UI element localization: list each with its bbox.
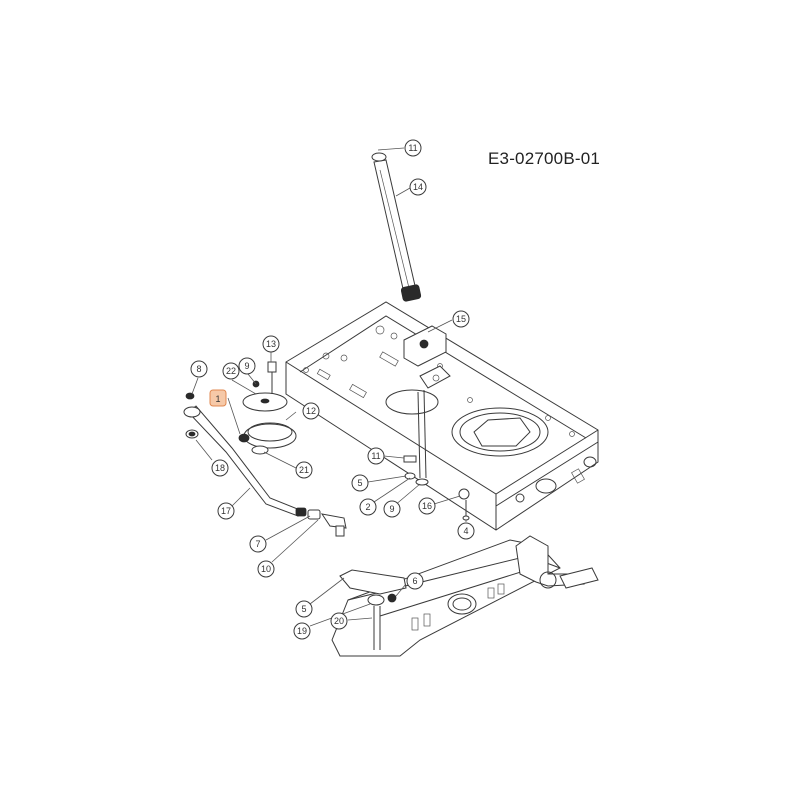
callout-6[interactable]: 6 bbox=[406, 572, 424, 590]
axle-assembly bbox=[331, 535, 599, 657]
highlight-box bbox=[209, 389, 227, 407]
tie-rod bbox=[183, 392, 347, 537]
callout-18[interactable]: 18 bbox=[211, 459, 229, 477]
svg-text:4: 4 bbox=[463, 526, 468, 536]
svg-text:2: 2 bbox=[365, 502, 370, 512]
callout-7[interactable]: 7 bbox=[249, 535, 267, 553]
callout-9-upper[interactable]: 9 bbox=[238, 357, 256, 375]
svg-text:17: 17 bbox=[221, 506, 231, 516]
steering-shaft bbox=[371, 152, 422, 302]
callout-1-highlighted[interactable]: 1 bbox=[209, 389, 227, 407]
callout-5-mid[interactable]: 5 bbox=[351, 474, 369, 492]
svg-text:9: 9 bbox=[389, 504, 394, 514]
svg-text:14: 14 bbox=[413, 182, 423, 192]
callout-14[interactable]: 14 bbox=[409, 178, 427, 196]
callout-22[interactable]: 22 bbox=[222, 362, 240, 380]
svg-text:13: 13 bbox=[266, 339, 276, 349]
callouts: 11 14 15 8 22 9 13 1 12 18 21 11 5 2 9 1… bbox=[190, 139, 475, 640]
frame-plate bbox=[285, 301, 599, 531]
callout-10[interactable]: 10 bbox=[257, 560, 275, 578]
svg-text:18: 18 bbox=[215, 463, 225, 473]
callout-15[interactable]: 15 bbox=[452, 310, 470, 328]
svg-text:11: 11 bbox=[408, 143, 417, 153]
svg-text:5: 5 bbox=[301, 604, 306, 614]
svg-text:12: 12 bbox=[306, 406, 316, 416]
callout-12[interactable]: 12 bbox=[302, 402, 320, 420]
svg-text:21: 21 bbox=[299, 465, 309, 475]
svg-text:6: 6 bbox=[412, 576, 417, 586]
center-shaft-assembly bbox=[403, 389, 470, 521]
callout-5-lower[interactable]: 5 bbox=[295, 600, 313, 618]
callout-21[interactable]: 21 bbox=[295, 461, 313, 479]
svg-text:7: 7 bbox=[255, 539, 260, 549]
svg-text:15: 15 bbox=[456, 314, 466, 324]
svg-text:8: 8 bbox=[196, 364, 201, 374]
svg-text:1: 1 bbox=[215, 394, 220, 404]
callout-20[interactable]: 20 bbox=[330, 612, 348, 630]
svg-text:5: 5 bbox=[357, 478, 362, 488]
svg-text:10: 10 bbox=[261, 564, 271, 574]
gear-assembly bbox=[238, 361, 297, 455]
callout-2[interactable]: 2 bbox=[359, 498, 377, 516]
leader-lines bbox=[191, 147, 467, 627]
callout-11-top[interactable]: 11 bbox=[404, 139, 422, 157]
svg-text:20: 20 bbox=[334, 616, 344, 626]
svg-text:16: 16 bbox=[422, 501, 432, 511]
callout-11-mid[interactable]: 11 bbox=[367, 447, 385, 465]
callout-19[interactable]: 19 bbox=[293, 622, 311, 640]
svg-text:11: 11 bbox=[371, 451, 380, 461]
callout-16[interactable]: 16 bbox=[418, 497, 436, 515]
callout-9-lower[interactable]: 9 bbox=[383, 500, 401, 518]
svg-text:19: 19 bbox=[297, 626, 307, 636]
svg-text:22: 22 bbox=[226, 366, 236, 376]
callout-4[interactable]: 4 bbox=[457, 522, 475, 540]
callout-8-left[interactable]: 8 bbox=[190, 360, 208, 378]
svg-text:9: 9 bbox=[244, 361, 249, 371]
callout-17[interactable]: 17 bbox=[217, 502, 235, 520]
steering-bracket bbox=[403, 325, 451, 389]
callout-13[interactable]: 13 bbox=[262, 335, 280, 353]
drawing-id: E3-02700B-01 bbox=[488, 149, 601, 168]
